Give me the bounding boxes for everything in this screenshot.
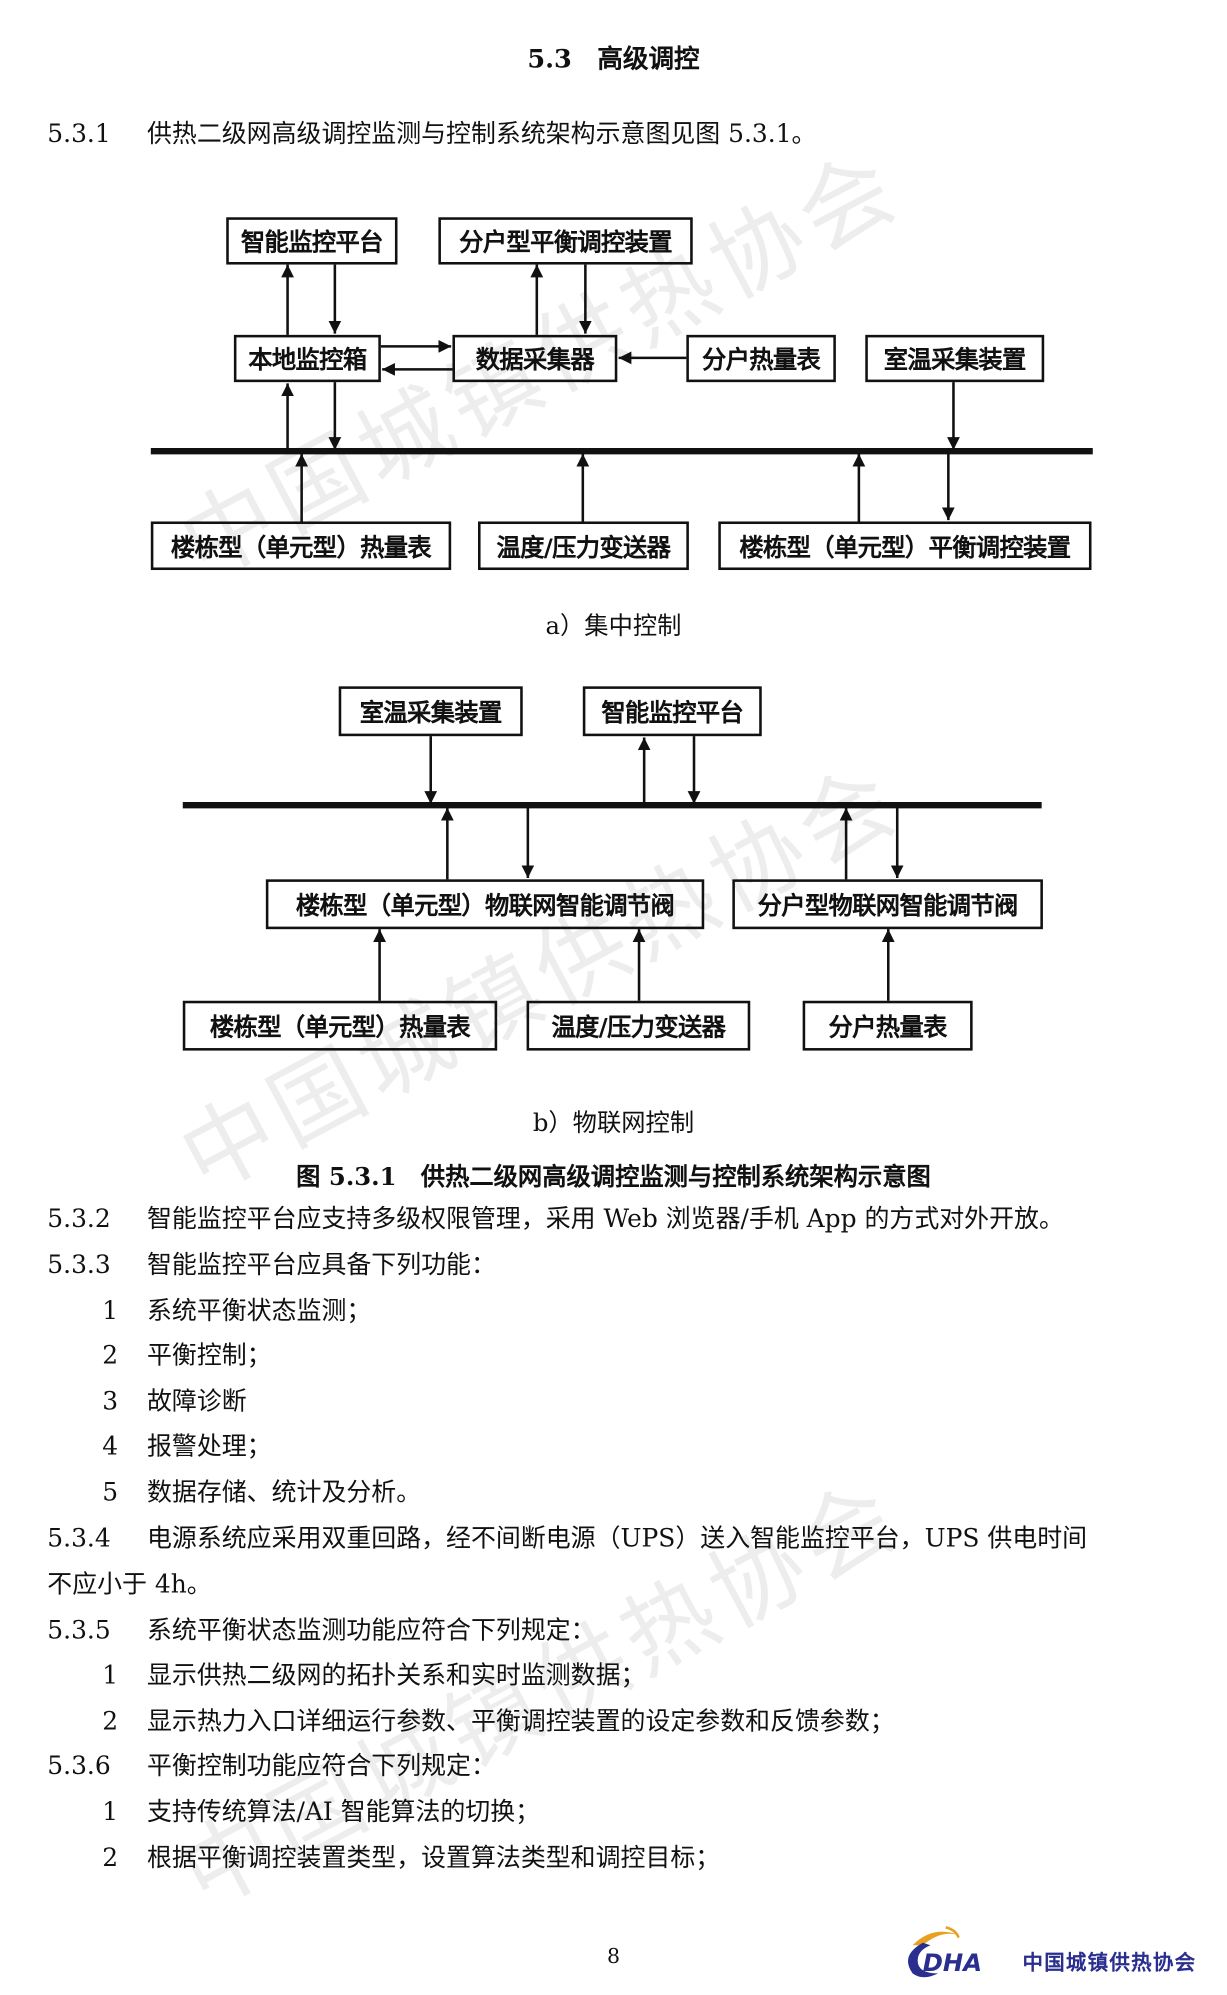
diagram-b-arrows: [182, 736, 1042, 1001]
page-number: 8: [606, 1943, 620, 1969]
caption-a: a）集中控制: [545, 612, 682, 641]
text-line: 不应小于 4h。: [47, 1569, 212, 1599]
box-data-collector: 数据采集器: [452, 334, 618, 383]
clause-number: 5.3.1: [47, 118, 111, 149]
box-building-heat-meter: 楼栋型（单元型）热量表: [182, 1000, 498, 1051]
box-household-balance-device: 分户型平衡调控装置: [438, 217, 693, 265]
box-temp-pressure-transmitter: 温度/压力变送器: [526, 1000, 751, 1051]
diagram-arrows: [150, 264, 1093, 1001]
diagram-a-arrows: [150, 264, 1093, 522]
section-title: 5.3 高级调控: [527, 43, 700, 75]
clause-5-3-1: 5.3.1 供热二级网高级调控监测与控制系统架构示意图见图 5.3.1。: [47, 119, 816, 150]
cdha-logo-mark-icon: DHA: [907, 1926, 982, 1978]
box-smart-platform: 智能监控平台: [582, 686, 762, 737]
box-household-heat-meter: 分户热量表: [686, 334, 836, 383]
cdha-logo: DHA 中国城镇供热协会: [895, 1917, 1208, 1983]
svg-text:DHA: DHA: [923, 1948, 982, 1977]
box-temp-pressure-transmitter: 温度/压力变送器: [478, 521, 689, 571]
box-local-monitor-box: 本地监控箱: [233, 334, 381, 383]
logo-org-name: 中国城镇供热协会: [1022, 1950, 1197, 1975]
box-building-balance-device: 楼栋型（单元型）平衡调控装置: [718, 521, 1092, 571]
caption-b: b）物联网控制: [532, 1109, 695, 1138]
box-smart-platform: 智能监控平台: [226, 217, 398, 265]
box-room-temp-collector: 室温采集装置: [338, 686, 523, 737]
box-building-iot-valve: 楼栋型（单元型）物联网智能调节阀: [265, 879, 705, 930]
clause-text: 供热二级网高级调控监测与控制系统架构示意图见图 5.3.1。: [146, 118, 817, 149]
box-room-temp-collector: 室温采集装置: [865, 334, 1045, 383]
box-household-heat-meter: 分户热量表: [802, 1000, 973, 1051]
box-building-heat-meter: 楼栋型（单元型）热量表: [150, 521, 452, 571]
box-household-iot-valve: 分户型物联网智能调节阀: [732, 879, 1043, 930]
figure-caption: 图 5.3.1 供热二级网高级调控监测与控制系统架构示意图: [296, 1163, 931, 1192]
